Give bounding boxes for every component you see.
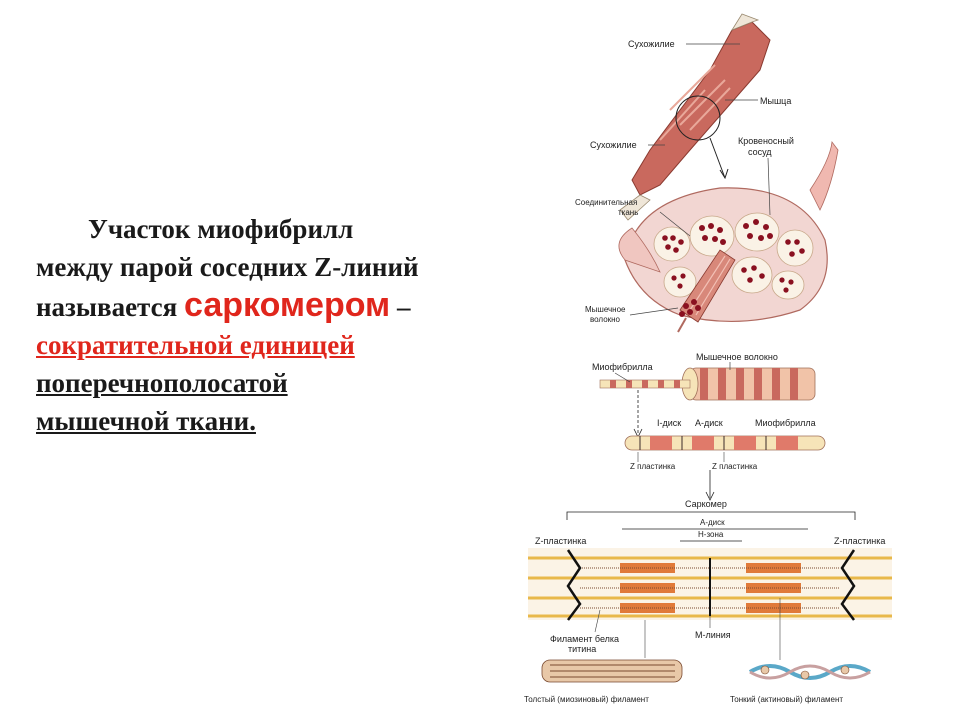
label-thick-filament: Толстый (миозиновый) филамент — [524, 695, 649, 704]
sarcomere-drawing — [528, 548, 892, 620]
label-muscle-fiber-2: волокно — [590, 315, 621, 324]
slide-text-block: Участок миофибрилл между парой соседних … — [36, 210, 506, 440]
muscle-structure-illustration: Сухожилие Мышца Сухожилие — [520, 10, 920, 710]
label-muscle-fiber-1: Мышечное — [585, 305, 626, 314]
label-myofibril-2: Миофибрилла — [755, 418, 816, 428]
label-muscle-fiber-full: Мышечное волокно — [696, 352, 778, 362]
label-sarcomere: Саркомер — [685, 499, 727, 509]
label-titin-2: титина — [568, 644, 596, 654]
label-a-disc: А-диск — [695, 418, 723, 428]
label-m-line: М-линия — [695, 630, 731, 640]
label-titin-1: Филамент белка — [550, 634, 619, 644]
label-z-plate-2: Z пластинка — [712, 462, 758, 471]
label-i-disc: I-диск — [657, 418, 681, 428]
label-connective-2: ткань — [618, 208, 638, 217]
label-z-plate-left: Z-пластинка — [535, 536, 586, 546]
label-blood-vessel-1: Кровеносный — [738, 136, 794, 146]
label-connective-1: Соединительная — [575, 198, 637, 207]
label-tendon-top: Сухожилие — [628, 39, 675, 49]
text-line-1: Участок миофибрилл — [36, 210, 506, 248]
term-sarcomere: саркомером — [184, 286, 390, 324]
label-myofibril: Миофибрилла — [592, 362, 653, 372]
text-line-3: называется саркомером – — [36, 286, 506, 326]
label-tendon-bottom: Сухожилие — [590, 140, 637, 150]
label-thin-filament: Тонкий (актиновый) филамент — [730, 695, 843, 704]
text-line-4: сократительной единицей — [36, 330, 355, 360]
text-line-3-prefix: называется — [36, 292, 184, 322]
label-muscle: Мышца — [760, 96, 791, 106]
label-blood-vessel-2: сосуд — [748, 147, 772, 157]
text-line-6: мышечной ткани. — [36, 406, 256, 436]
thick-filament-drawing — [542, 620, 682, 682]
text-line-2: между парой соседних Z-линий — [36, 248, 506, 286]
text-line-3-suffix: – — [390, 292, 410, 322]
label-h-zone: Н-зона — [698, 530, 724, 539]
label-a-disc-2: А-диск — [700, 518, 725, 527]
label-z-plate-right: Z-пластинка — [834, 536, 885, 546]
label-z-plate-1: Z пластинка — [630, 462, 676, 471]
text-line-5: поперечнополосатой — [36, 368, 288, 398]
